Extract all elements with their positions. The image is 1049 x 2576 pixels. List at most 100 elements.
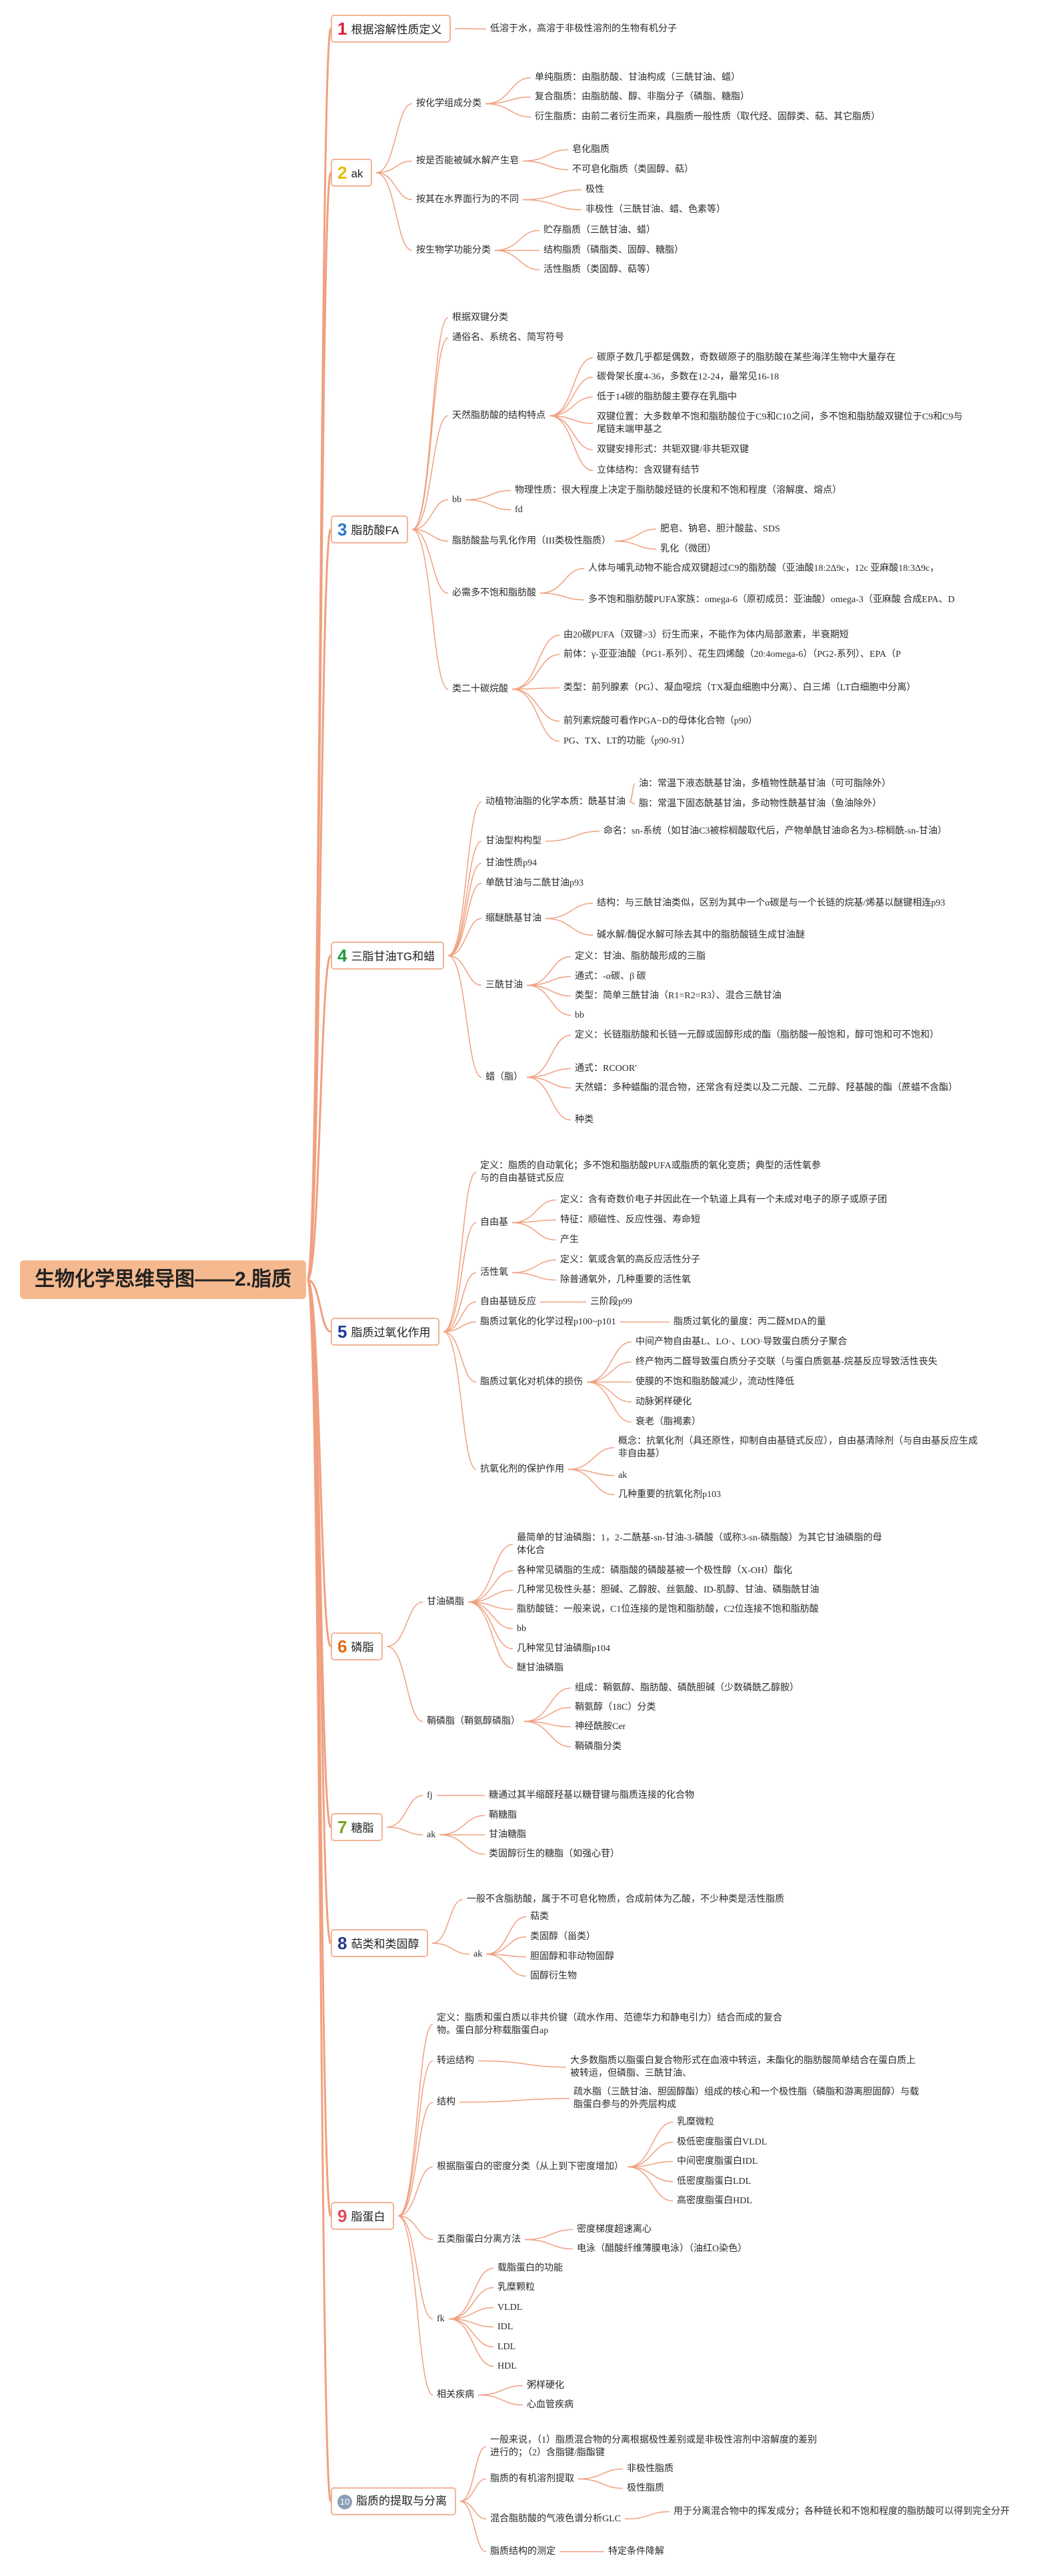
mind-map-node[interactable]: 甘油磷脂	[427, 1597, 464, 1607]
mind-map-node[interactable]: 萜类	[530, 1912, 549, 1922]
mind-map-node[interactable]: 糖通过其半缩醛羟基以糖苷键与脂质连接的化合物	[489, 1790, 694, 1800]
mind-map-node[interactable]: bb	[452, 495, 461, 505]
root-title[interactable]: 生物化学思维导图——2.脂质	[20, 1260, 307, 1299]
mind-map-node[interactable]: 中间产物自由基L、LO·、LOO·导致蛋白质分子聚合	[636, 1337, 848, 1347]
mind-map-node[interactable]: VLDL	[497, 2303, 523, 2313]
mind-map-node[interactable]: 活性脂质（类固醇、萜等）	[544, 265, 656, 275]
mind-map-node[interactable]: 由20碳PUFA（双键>3）衍生而来，不能作为体内局部激素，半衰期短	[564, 630, 849, 640]
mind-map-node[interactable]: 乳糜微粒	[677, 2117, 714, 2127]
mind-map-node[interactable]: 几种常见甘油磷脂p104	[517, 1644, 610, 1654]
mind-map-node[interactable]: 定义：氧或含氧的高反应活性分子	[560, 1255, 700, 1265]
mind-map-node[interactable]: 脂质的有机溶剂提取	[490, 2474, 574, 2484]
mind-map-node[interactable]: 几种常见极性头基：胆碱、乙醇胺、丝氨酸、ID-肌醇、甘油、磷脂酰甘油	[517, 1585, 820, 1595]
mind-map-node[interactable]: 极性	[586, 185, 604, 195]
mind-map-node[interactable]: 最简单的甘油磷脂：1，2-二酰基-sn-甘油-3-磷酸（或称3-sn-磷脂酸）为…	[517, 1533, 882, 1556]
mind-map-node[interactable]: fk	[437, 2314, 445, 2324]
mind-map-node[interactable]: PG、TX、LT的功能（p90-91）	[564, 736, 691, 746]
mind-map-node[interactable]: 除普通氧外，几种重要的活性氧	[560, 1275, 691, 1285]
mind-map-node[interactable]: 鞘磷脂（鞘氨醇磷脂）	[427, 1716, 520, 1726]
mind-map-node[interactable]: 乳化（微团）	[660, 544, 716, 554]
mind-map-node[interactable]: 心血管疾病	[527, 2400, 574, 2410]
mind-map-node[interactable]: 五类脂蛋白分离方法	[437, 2235, 521, 2245]
mind-map-node[interactable]: 乳糜颗粒	[497, 2283, 535, 2293]
mind-map-node[interactable]: 抗氧化剂的保护作用	[480, 1464, 564, 1474]
mind-map-node[interactable]: 三阶段p99	[590, 1297, 632, 1307]
mind-map-node[interactable]: 双键位置：大多数单不饱和脂肪酸位于C9和C10之间，多不饱和脂肪酸双键位于C9和…	[597, 412, 963, 435]
mind-map-node[interactable]: 自由基链反应	[480, 1297, 536, 1307]
mind-map-node[interactable]: 类型：简单三酰甘油（R1=R2=R3）、混合三酰甘油	[575, 991, 782, 1001]
mind-map-node[interactable]: 复合脂质：由脂肪酸、醇、非脂分子（磷脂、糖脂）	[535, 92, 750, 102]
mind-map-node[interactable]: 双键安排形式：共轭双键/非共轭双键	[597, 445, 749, 455]
mind-map-node[interactable]: 疏水脂（三酰甘油、胆固醇酯）组成的核心和一个极性脂（磷脂和游离胆固醇）与载脂蛋白…	[574, 2087, 919, 2110]
mind-map-node[interactable]: 概念：抗氧化剂（具还原性，抑制自由基链式反应），自由基清除剂（与自由基反应生成非…	[618, 1436, 978, 1459]
mind-map-node[interactable]: 结构：与三酰甘油类似，区别为其中一个α碳是与一个长链的烷基/烯基以醚键相连p93	[597, 898, 946, 908]
mind-map-node[interactable]: 粥样硬化	[527, 2381, 564, 2391]
mind-map-node[interactable]: 自由基	[480, 1218, 508, 1228]
mind-map-node[interactable]: 按其在水界面行为的不同	[416, 195, 519, 205]
mind-map-node[interactable]: 皂化脂质	[572, 145, 610, 155]
mind-map-node[interactable]: 脂质过氧化的化学过程p100~p101	[480, 1317, 616, 1327]
mind-map-node[interactable]: 电泳（醋酸纤维薄膜电泳）（油红O染色）	[577, 2244, 748, 2254]
mind-map-node[interactable]: 根据脂蛋白的密度分类（从上到下密度增加）	[437, 2162, 624, 2172]
mind-map-node[interactable]: 通式：RCOOR'	[575, 1064, 637, 1074]
mind-map-node[interactable]: 脂：常温下固态酰基甘油，多动物性酰基甘油（鱼油除外）	[639, 799, 882, 809]
mind-map-node[interactable]: 大多数脂质以脂蛋白复合物形式在血液中转运，未酯化的脂肪酸简单结合在蛋白质上被转运…	[570, 2056, 916, 2079]
mind-map-node[interactable]: ak	[427, 1830, 436, 1840]
mind-map-node[interactable]: 产生	[560, 1235, 579, 1245]
mind-map-node[interactable]: 各种常见磷脂的生成：磷脂酸的磷酸基被一个极性醇（X-OH）酯化	[517, 1566, 792, 1576]
mind-map-node[interactable]: fj	[427, 1790, 433, 1800]
mind-map-node[interactable]: 定义：长链脂肪酸和长链一元醇或固醇形成的酯（脂肪酸一般饱和，醇可饱和可不饱和）	[575, 1030, 939, 1040]
mind-map-node[interactable]: 使膜的不饱和脂肪酸减少，流动性降低	[636, 1377, 794, 1387]
mind-map-node[interactable]: 中间密度脂蛋白IDL	[677, 2157, 758, 2167]
mind-map-node[interactable]: 类固醇衍生的糖脂（如强心苷）	[489, 1849, 620, 1859]
mind-map-node[interactable]: 贮存脂质（三酰甘油、蜡）	[544, 225, 656, 235]
mind-map-node[interactable]: 天然脂肪酸的结构特点	[452, 411, 546, 421]
mind-map-node[interactable]: 衰老（脂褐素）	[636, 1417, 701, 1427]
mind-map-node[interactable]: 一般来说，（1）脂质混合物的分离根据极性差别或是非极性溶剂中溶解度的差别进行的；…	[490, 2435, 817, 2458]
mind-map-node[interactable]: fd	[515, 505, 523, 515]
mind-map-node[interactable]: 三酰甘油	[485, 980, 523, 990]
mind-map-node[interactable]: 缩醚酰基甘油	[485, 914, 542, 924]
mind-map-node[interactable]: 命名：sn-系统（如甘油C3被棕榈酸取代后，产物单酰甘油命名为3-棕榈酰-sn-…	[604, 826, 947, 836]
mind-map-node[interactable]: 神经酰胺Cer	[575, 1722, 626, 1732]
mind-map-node[interactable]: 载脂蛋白的功能	[497, 2263, 563, 2273]
mind-map-node[interactable]: 脂肪酸链：一般来说，C1位连接的是饱和脂肪酸，C2位连接不饱和脂肪酸	[517, 1604, 819, 1614]
mind-map-node[interactable]: 鞘磷脂分类	[575, 1742, 622, 1752]
mind-map-node[interactable]: HDL	[497, 2361, 517, 2371]
mind-map-node[interactable]: ak	[618, 1470, 628, 1480]
mind-map-node[interactable]: 定义：含有奇数价电子并因此在一个轨道上具有一个未成对电子的原子或原子团	[560, 1195, 887, 1205]
mind-map-node[interactable]: 脂质过氧化的量度：丙二醛MDA的量	[674, 1317, 826, 1327]
mind-map-node[interactable]: 相关疾病	[437, 2390, 474, 2400]
mind-map-node[interactable]: 动脉粥样硬化	[636, 1397, 692, 1407]
mind-map-node[interactable]: 单纯脂质：由脂肪酸、甘油构成（三酰甘油、蜡）	[535, 73, 740, 83]
mind-map-node[interactable]: 特定条件降解	[608, 2547, 664, 2557]
mind-map-node[interactable]: 胆固醇和非动物固醇	[530, 1952, 614, 1962]
mind-map-node[interactable]: 动植物油脂的化学本质：酰基甘油	[485, 797, 626, 807]
mind-map-node[interactable]: 非极性脂质	[627, 2464, 674, 2474]
mind-map-node[interactable]: 甘油型构构型	[485, 836, 542, 846]
mind-map-node[interactable]: 类二十碳烷酸	[452, 684, 508, 694]
mind-map-node[interactable]: 人体与哺乳动物不能合成双键超过C9的脂肪酸（亚油酸18:2Δ9c，12c 亚麻酸…	[588, 563, 940, 573]
mind-map-node[interactable]: 油：常温下液态酰基甘油，多植物性酰基甘油（可可脂除外）	[639, 779, 891, 789]
mind-map-node[interactable]: 固醇衍生物	[530, 1971, 577, 1981]
mind-map-node[interactable]: 结构	[437, 2097, 455, 2107]
mind-map-node[interactable]: 非极性（三酰甘油、蜡、色素等）	[586, 205, 726, 215]
mind-map-node[interactable]: 物理性质：很大程度上决定于脂肪酸烃链的长度和不饱和程度（溶解度、熔点）	[515, 485, 842, 495]
mind-map-node[interactable]: 极性脂质	[627, 2483, 664, 2493]
mind-map-node[interactable]: 组成：鞘氨醇、脂肪酸、磷酰胆碱（少数磷酰乙醇胺）	[575, 1683, 799, 1693]
mind-map-node[interactable]: 几种重要的抗氧化剂p103	[618, 1490, 721, 1500]
mind-map-node[interactable]: LDL	[497, 2342, 516, 2352]
mind-map-node[interactable]: 甘油糖脂	[489, 1830, 526, 1840]
mind-map-node[interactable]: 前列素烷酸可看作PGA~D的母体化合物（p90）	[564, 716, 758, 726]
mind-map-node[interactable]: 定义：脂质的自动氧化；多不饱和脂肪酸PUFA或脂质的氧化变质；典型的活性氧参与的…	[480, 1161, 821, 1184]
mind-map-node[interactable]: 类型：前列腺素（PG）、凝血噁烷（TX凝血细胞中分离）、白三烯（LT白细胞中分离…	[564, 683, 916, 693]
mind-map-node[interactable]: 鞘氨醇（18C）分类	[575, 1702, 656, 1712]
mind-map-node[interactable]: 用于分离混合物中的挥发成分；各种链长和不饱和程度的脂肪酸可以得到完全分开	[674, 2507, 1010, 2517]
mind-map-node[interactable]: 蜡（脂）	[485, 1072, 523, 1082]
